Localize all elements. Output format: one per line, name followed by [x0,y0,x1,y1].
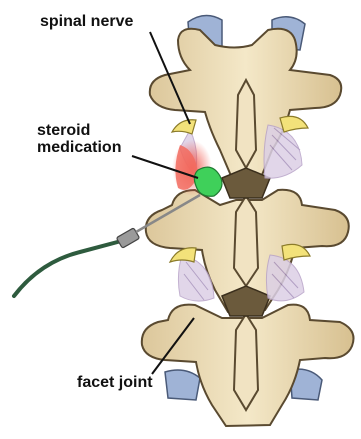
spinal-nerve-left-upper [172,120,196,134]
ligament-right-upper [264,125,302,178]
lower-disc [165,370,200,400]
spinal-nerve-right-upper [280,116,308,132]
spinous-process-middle [234,196,258,286]
label-steroid-line2: medication [37,139,121,156]
spinous-process-lower [234,314,258,410]
label-steroid-medication: steroid medication [37,122,121,156]
label-steroid-line1: steroid [37,122,121,139]
label-spinal-nerve: spinal nerve [40,13,133,30]
spinal-nerve-left-lower [170,248,196,262]
label-facet-joint: facet joint [77,374,153,391]
steroid-medication-blob [194,167,222,196]
catheter-line [14,240,125,296]
ligament-right-lower [266,255,304,301]
spinous-process-upper [236,80,256,168]
